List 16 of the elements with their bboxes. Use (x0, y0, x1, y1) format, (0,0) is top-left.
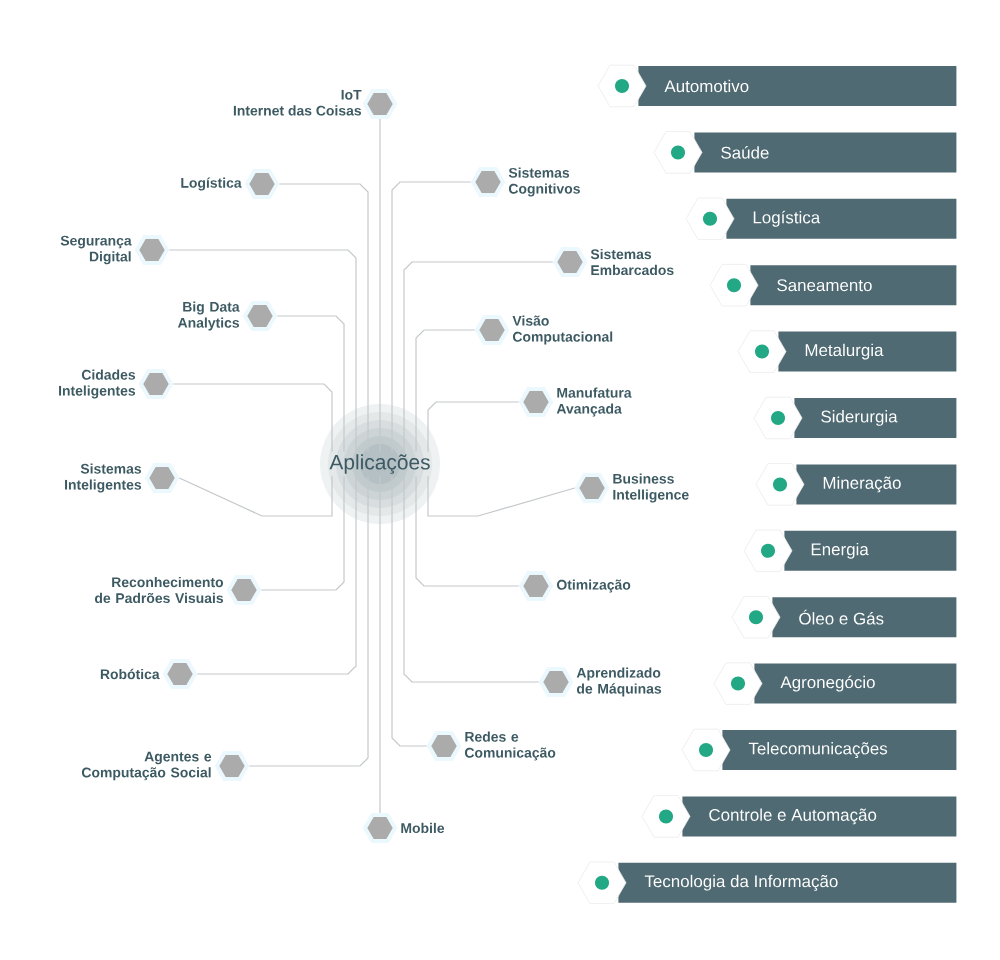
industry-bar: Automotivo (638, 66, 957, 106)
industry-bar: Controle e Automação (682, 796, 957, 837)
industry-bar: Saúde (694, 132, 957, 173)
industry-bar: Óleo e Gás (772, 597, 957, 638)
center-label: Aplicações (329, 454, 430, 474)
industry-bar: Telecomunicações (722, 730, 957, 770)
connector-line (379, 118, 381, 453)
industry-bar: Mineração (796, 464, 957, 505)
industry-bar: Agronegócio (754, 663, 957, 704)
industry-bar: Saneamento (750, 265, 957, 306)
industry-bar: Energia (784, 530, 957, 571)
industry-bar: Logística (726, 198, 957, 239)
industry-bar: Siderurgia (794, 398, 957, 438)
industry-bar: Tecnologia da Informação (618, 862, 957, 903)
industry-bar: Metalurgia (778, 331, 957, 372)
connector-line (379, 475, 381, 814)
